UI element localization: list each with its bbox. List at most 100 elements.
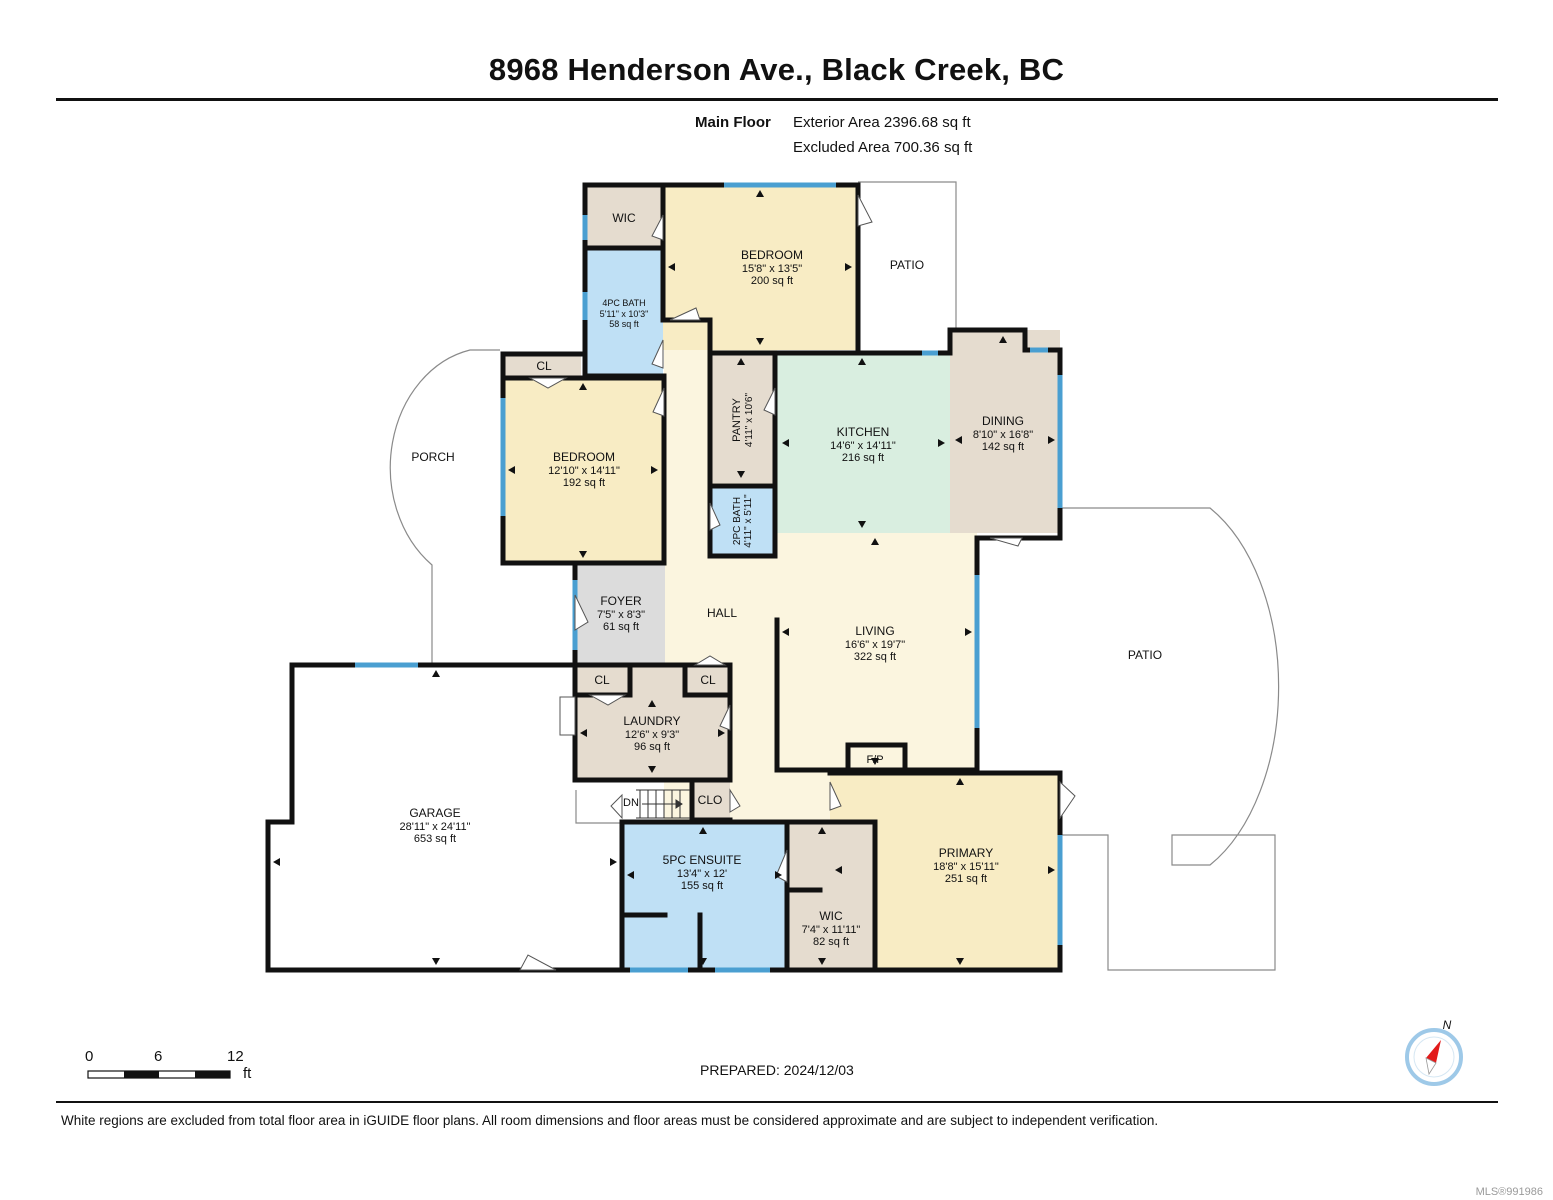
exterior-area: Exterior Area 2396.68 sq ft <box>793 114 971 131</box>
patio-right-label: PATIO <box>1128 648 1162 662</box>
door-primary-patio <box>1059 780 1076 820</box>
scale-unit: ft <box>243 1065 252 1082</box>
primary-area: 251 sq ft <box>945 873 987 885</box>
floor-plan: WIC BEDROOM 15'8" x 13'5" 200 sq ft 4PC … <box>87 181 1463 1086</box>
bedroom2-dims: 12'10" x 14'11" <box>548 465 620 477</box>
ensuite-fill <box>622 822 787 970</box>
compass-icon: N <box>1405 1018 1463 1086</box>
ensuite-name: 5PC ENSUITE <box>663 853 742 867</box>
bath2-dims: 4'11" x 5'11" <box>743 494 754 548</box>
kitchen-dims: 14'6" x 14'11" <box>830 440 896 452</box>
door-bath2 <box>709 502 721 531</box>
dining-area: 142 sq ft <box>982 441 1024 453</box>
living-fill <box>777 533 977 770</box>
title-rule <box>56 98 1498 101</box>
floor-name: Main Floor <box>695 114 771 131</box>
bath4-dims: 5'11" x 10'3" <box>600 309 649 319</box>
cl-bed-label: CL <box>536 359 552 373</box>
pantry-name: PANTRY <box>731 398 743 442</box>
bedroom2-name: BEDROOM <box>553 450 615 464</box>
fp-label: F/P <box>866 754 883 766</box>
kitchen-top-wall <box>707 327 1063 773</box>
door-pantry <box>763 387 776 416</box>
room-labels: WIC BEDROOM 15'8" x 13'5" 200 sq ft 4PC … <box>400 211 1163 948</box>
bath2-fill <box>710 486 775 556</box>
kitchen-name: KITCHEN <box>837 425 890 439</box>
dining-fill <box>950 330 1060 533</box>
fp-wall <box>845 742 908 773</box>
room-fills <box>503 185 1060 970</box>
kitchen-area: 216 sq ft <box>842 452 884 464</box>
door-wic-top <box>651 214 664 241</box>
dining-name: DINING <box>982 414 1024 428</box>
cl-laundry1-label: CL <box>594 673 610 687</box>
foyer-dims: 7'5" x 8'3" <box>597 609 645 621</box>
hall-label: HALL <box>707 606 737 620</box>
door-bath4 <box>651 339 664 369</box>
wic-primary-dims: 7'4" x 11'11" <box>802 924 861 936</box>
clo-fill <box>692 780 730 820</box>
door-stairs <box>610 793 623 820</box>
door-garage <box>519 954 557 971</box>
patio-top-label: PATIO <box>890 258 924 272</box>
wic-top-fill <box>585 185 663 248</box>
porch-label: PORCH <box>411 450 454 464</box>
compass-north-label: N <box>1443 1018 1452 1032</box>
patio-right-outline <box>1062 507 1280 971</box>
kitchen-fill <box>777 353 950 533</box>
disclaimer-text: White regions are excluded from total fl… <box>61 1113 1159 1128</box>
floor-areas: Exterior Area 2396.68 sq ft Excluded Are… <box>793 110 972 160</box>
bedroom2-fill <box>503 378 664 563</box>
dimension-arrows <box>273 190 1055 965</box>
bedroom1-dims: 15'8" x 13'5" <box>742 263 802 275</box>
stairs <box>636 789 690 819</box>
scale-tick-0: 0 <box>85 1048 94 1065</box>
laundry-area: 96 sq ft <box>634 741 670 753</box>
bath4-fill <box>585 248 663 376</box>
wic-primary-wall <box>784 819 878 973</box>
bath2-name: 2PC BATH <box>732 497 743 545</box>
door-garage-side <box>559 696 576 736</box>
wic-primary-area: 82 sq ft <box>813 936 849 948</box>
laundry-name: LAUNDRY <box>623 714 680 728</box>
pantry-fill <box>710 353 775 483</box>
bath4-area: 58 sq ft <box>609 319 639 329</box>
pantry-dims: 4'11" x 10'6" <box>744 393 755 448</box>
pantry-wall <box>707 350 778 559</box>
primary-fill-b <box>875 773 1060 970</box>
excluded-area: Excluded Area 700.36 sq ft <box>793 139 973 156</box>
bath4-name: 4PC BATH <box>602 298 645 308</box>
ensuite-dims: 13'4" x 12' <box>677 868 727 880</box>
dn-label: DN <box>623 797 639 809</box>
wic-top-label: WIC <box>612 211 636 225</box>
bedroom1-area: 200 sq ft <box>751 275 793 287</box>
cl-bed-fill <box>503 354 581 378</box>
door-cl-laundry2 <box>693 655 727 666</box>
hall-fill-lower <box>730 770 830 822</box>
garage-dims: 28'11" x 24'11" <box>400 821 471 833</box>
foyer-fill <box>575 563 665 663</box>
door-bedroom1 <box>669 307 701 321</box>
bedroom1-name: BEDROOM <box>741 248 803 262</box>
cl-laundry2-label: CL <box>700 673 716 687</box>
scale-tick-12: 12 <box>227 1048 244 1065</box>
mls-number: MLS®991986 <box>1475 1186 1543 1198</box>
ensuite-area: 155 sq ft <box>681 880 723 892</box>
scale-bar <box>87 1070 231 1079</box>
patio-top-outline <box>858 181 957 330</box>
footer-rule <box>56 1101 1498 1103</box>
foyer-name: FOYER <box>600 594 642 608</box>
door-bedroom2 <box>652 387 665 417</box>
foyer-area: 61 sq ft <box>603 621 639 633</box>
door-laundry <box>719 704 731 731</box>
porch-outline <box>389 349 500 663</box>
door-foyer <box>574 594 589 631</box>
plan-title: 8968 Henderson Ave., Black Creek, BC <box>488 52 1065 87</box>
garage-area: 653 sq ft <box>414 833 456 845</box>
laundry-fill <box>573 665 730 778</box>
door-dining <box>989 537 1023 547</box>
door-clo <box>729 788 741 813</box>
bedroom2-area: 192 sq ft <box>563 477 605 489</box>
wic-primary-cover <box>787 822 875 970</box>
door-cl-bed <box>528 377 568 389</box>
